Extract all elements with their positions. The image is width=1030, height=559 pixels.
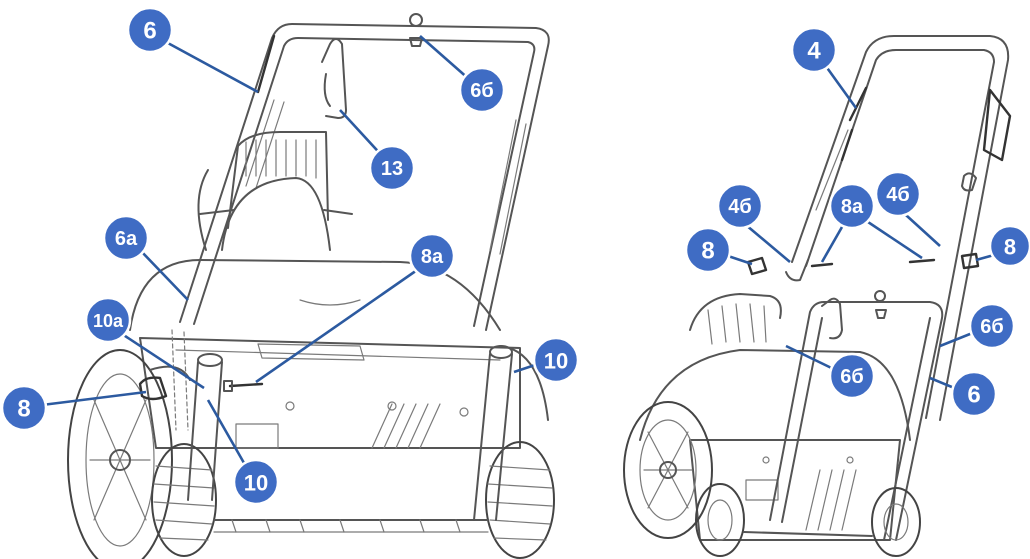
leader-6b-left [419,35,471,81]
right-upper-handle [791,35,1012,421]
knob-8-right-right [960,252,980,270]
right-front-tire-right [871,487,921,557]
callout-8a-left-label: 8а [421,246,444,268]
leader-8a-right-2 [861,216,923,260]
leader-6-left [165,40,259,94]
knob-8-left [138,376,168,401]
leader-10a [115,328,205,390]
right-handle-frame [769,290,944,541]
right-side-wheel [623,401,713,539]
left-wheel [67,349,191,559]
leader-8a-left [255,266,421,384]
callout-10a: 10а [84,296,132,344]
callout-6b-right-2-label: 6б [980,316,1003,338]
axle [213,519,489,533]
leader-6a [139,249,189,301]
lower-handle-right-tube [473,345,513,521]
callout-13: 13 [368,144,416,192]
leader-8-left [33,390,147,408]
callout-8-left: 8 [0,384,48,432]
callout-10a-label: 10а [93,311,124,331]
bolt-head-left [223,380,233,392]
callout-6b-right-1: 6б [828,352,876,400]
bolt-8a-right-1 [810,262,834,268]
callout-4b-1: 4б [716,182,764,230]
callout-10-right: 10 [532,336,580,384]
callout-4-label: 4 [807,38,821,65]
callout-6b-left-label: 6б [470,80,493,102]
callout-6-left: 6 [126,6,174,54]
lower-tube-left-4b [785,259,809,282]
callout-6-right-label: 6 [967,382,980,409]
callouts-right: 4 4б 8а 4б 8 8 6б 6б [684,26,1030,418]
callout-8a-left: 8а [408,232,456,280]
callout-6-left-label: 6 [143,18,156,45]
callout-6a-label: 6а [115,228,138,250]
callout-6a: 6а [102,214,150,262]
callout-10-center-label: 10 [244,471,268,496]
callout-13-label: 13 [381,158,403,180]
callout-8-right-left: 8 [684,226,732,274]
callout-8a-right-label: 8а [841,196,864,218]
callout-8-right-right-label: 8 [1004,235,1016,260]
bolt-8a-left [228,382,264,388]
front-left-tire [151,443,217,557]
callouts-left: 6 6б 13 6а 8а 10а 10 8 [0,6,580,506]
bolt-8a-right-2 [908,258,936,264]
callout-10-center: 10 [232,458,280,506]
right-front-tire-left [695,483,745,557]
callout-4b-1-label: 4б [728,196,751,218]
callout-8a-right: 8а [828,182,876,230]
right-housing [639,293,911,541]
right-assembly-view [623,35,1012,557]
housing [129,259,521,449]
callout-10-right-label: 10 [544,349,568,374]
callout-4: 4 [790,26,838,74]
callout-6b-right-2: 6б [968,302,1016,350]
callout-6b-left: 6б [458,66,506,114]
upper-handle [179,13,550,331]
callout-8-right-left-label: 8 [701,238,714,265]
knob-8-right-left [746,256,768,276]
right-axle [743,531,873,537]
lower-handle-left-tube [171,329,223,501]
snow-chute [197,131,353,251]
callout-8-right-right: 8 [988,224,1030,268]
callout-6b-right-1-label: 6б [840,366,863,388]
leader-8a-right-1 [820,219,848,263]
callout-6-right: 6 [950,370,998,418]
callout-8-left-label: 8 [17,396,30,423]
callout-4b-2-label: 4б [886,184,909,206]
leader-10-center [206,399,250,471]
callout-4b-2: 4б [874,170,922,218]
